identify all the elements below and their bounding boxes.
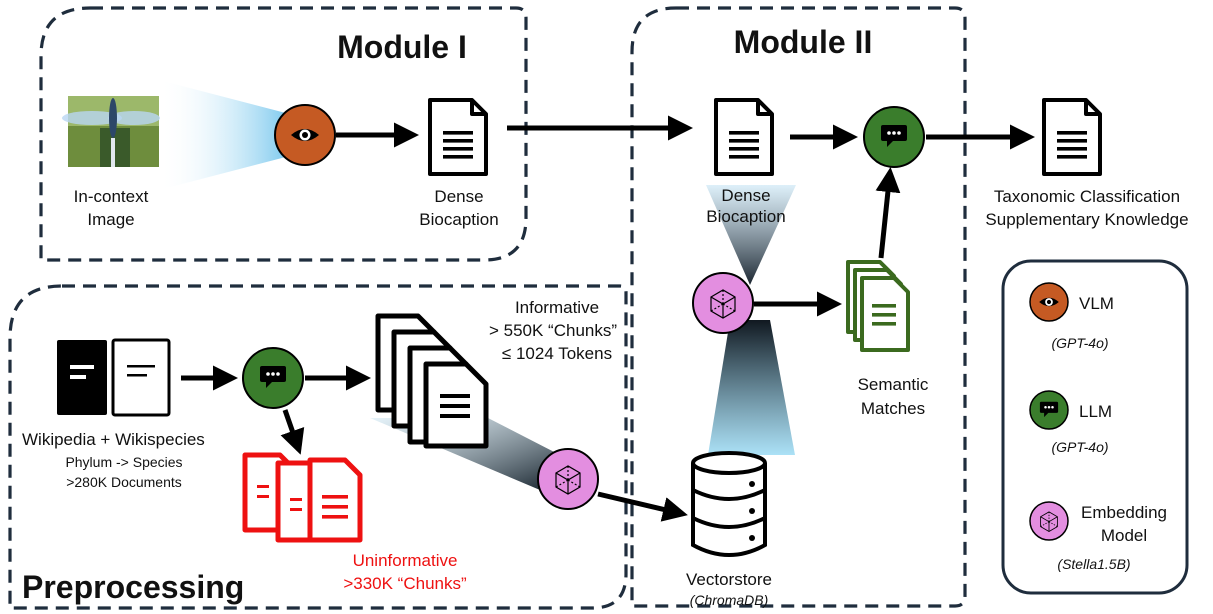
in-context-label-1: In-context: [74, 187, 149, 206]
in-context-label-2: Image: [87, 210, 134, 229]
legend-vlm-model: (GPT-4o): [1051, 335, 1108, 351]
semantic-matches-docs: [846, 260, 910, 352]
informative-chunks-docs: [375, 313, 489, 449]
module-2-title: Module II: [734, 24, 873, 60]
preprocessing-box: [8, 284, 628, 610]
taxonomic-label-2: Supplementary Knowledge: [985, 210, 1188, 229]
legend-embedding-label-1: Embedding: [1081, 503, 1167, 522]
legend-llm-label: LLM: [1079, 402, 1112, 421]
uninformative-label-1: Uninformative: [353, 551, 458, 570]
legend-vlm-label: VLM: [1079, 294, 1114, 313]
chromadb-label: (ChromaDB): [690, 592, 769, 608]
arrow-embedding-to-vectorstore: [597, 491, 688, 522]
semantic-matches-label-1: Semantic: [858, 375, 929, 394]
uninformative-chunks-docs: [242, 452, 363, 543]
dense-biocaption-2-label-2: Biocaption: [706, 207, 785, 226]
wiki-label-3: >280K Documents: [66, 474, 182, 490]
dense-biocaption-doc-2: [714, 98, 774, 176]
preprocessing-title: Preprocessing: [22, 569, 244, 605]
wiki-label-2: Phylum -> Species: [65, 454, 182, 470]
legend-vlm-icon: [1029, 282, 1069, 322]
vectorstore-label: Vectorstore: [686, 570, 772, 589]
vectorstore-embedding-beam: [708, 320, 795, 455]
vectorstore-database: [691, 451, 767, 557]
legend-embedding-icon: [1029, 501, 1069, 541]
arrow-matches-to-llm: [875, 167, 901, 259]
wikipedia-books: [57, 338, 171, 417]
uninformative-label-2: >330K “Chunks”: [343, 574, 467, 593]
llm-node-preprocessing: [242, 347, 304, 409]
llm-node-module2: [863, 106, 925, 168]
legend-embedding-label-2: Model: [1101, 526, 1147, 545]
dense-biocaption-1-label-1: Dense: [434, 187, 483, 206]
output-doc: [1042, 98, 1102, 176]
vlm-vision-beam: [159, 80, 305, 190]
embedding-node-preprocessing: [537, 448, 599, 510]
legend-llm-model: (GPT-4o): [1051, 439, 1108, 455]
informative-label-2: > 550K “Chunks”: [489, 321, 617, 340]
legend-embedding-model: (Stella1.5B): [1057, 556, 1130, 572]
legend-llm-icon: [1029, 390, 1069, 430]
arrow-llm-to-uninformative: [280, 409, 305, 455]
dense-biocaption-2-label-1: Dense: [721, 186, 770, 205]
wiki-label-1: Wikipedia + Wikispecies: [22, 430, 205, 449]
dragonfly-image: [62, 96, 160, 167]
informative-label-1: Informative: [515, 298, 599, 317]
caption-embedding-beam: [706, 185, 796, 285]
module-1-box: [39, 6, 528, 262]
vlm-node: [274, 104, 336, 166]
taxonomic-label-1: Taxonomic Classification: [994, 187, 1180, 206]
semantic-matches-label-2: Matches: [861, 399, 925, 418]
module-2-box: [630, 6, 967, 608]
dense-biocaption-doc-1: [428, 98, 488, 176]
module-1-title: Module I: [337, 29, 467, 65]
dense-biocaption-1-label-2: Biocaption: [419, 210, 498, 229]
embedding-node-module2: [692, 272, 754, 334]
informative-label-3: ≤ 1024 Tokens: [502, 344, 612, 363]
